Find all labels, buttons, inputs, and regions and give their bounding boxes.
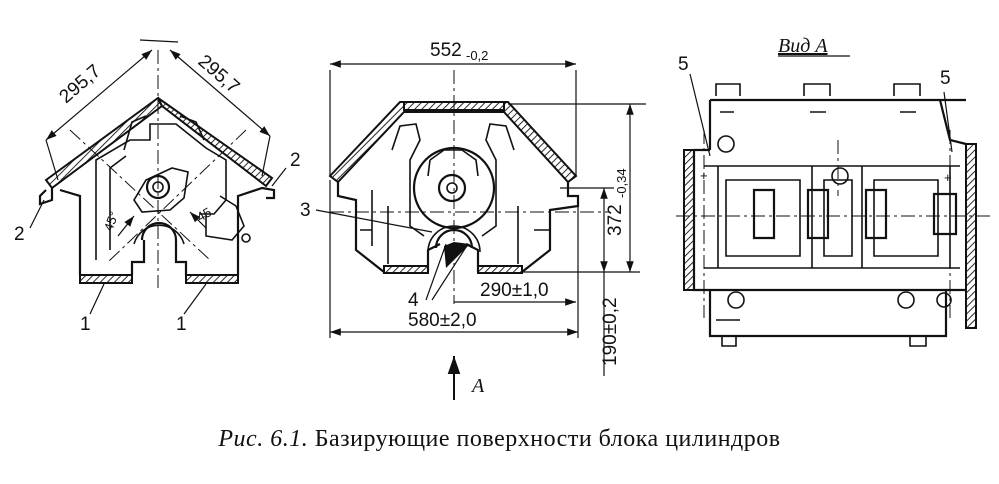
callout-4-wedge	[444, 242, 470, 268]
ext-line-b	[262, 136, 270, 176]
right-view-a: Вид А + + 5 5	[676, 35, 992, 346]
leader-2-left	[30, 200, 44, 228]
leader-3	[316, 210, 432, 232]
leader-5-left	[690, 74, 710, 156]
plus-mark-2: +	[944, 170, 952, 185]
middle-section-view: 552 -0,2 372 -0,34 190±0,2 290±1,0 580±2…	[300, 40, 646, 400]
right-hole-1	[718, 136, 734, 152]
right-top-bosses	[716, 84, 920, 112]
callout-5-right: 5	[940, 68, 951, 89]
right-hole-4	[898, 292, 914, 308]
middle-roof-wall	[330, 102, 576, 182]
dim-label-295-right: 295,7	[194, 51, 244, 98]
middle-base-pad-left	[384, 266, 428, 273]
leader-1-left	[90, 284, 104, 314]
left-base-pad-1	[80, 275, 132, 283]
dim-label-552-tol: -0,2	[466, 48, 488, 63]
ext-line-top	[140, 40, 178, 42]
angle-arrow-a	[118, 216, 134, 236]
leader-2-right	[272, 168, 286, 186]
left-body-outline	[40, 188, 274, 275]
leader-5-right	[944, 92, 952, 152]
dim-label-580: 580±2,0	[408, 310, 477, 331]
left-roof-wall-right	[158, 98, 272, 186]
angle-label-45-a: 45°	[101, 209, 122, 233]
right-hole-2	[832, 168, 848, 184]
figure-caption-text: Базирующие поверхности блока цилиндров	[308, 426, 781, 452]
middle-base-pad-right	[478, 266, 522, 273]
left-crank-bore-outer	[134, 225, 184, 244]
ext-line-a	[46, 140, 58, 180]
left-section-view: 295,7 295,7 45° 45 2 2 1 1	[14, 40, 301, 335]
right-journal-4	[934, 194, 956, 234]
figure-caption: Рис. 6.1. Базирующие поверхности блока ц…	[0, 426, 999, 453]
right-body-outline	[694, 100, 966, 336]
left-plate	[134, 168, 188, 212]
right-wall-left	[684, 150, 694, 290]
dim-label-552: 552	[430, 40, 462, 61]
view-arrow-label: A	[470, 375, 485, 397]
angle-arrow-b	[190, 212, 206, 228]
callout-1-right: 1	[176, 314, 187, 335]
callout-1-left: 1	[80, 314, 91, 335]
left-roof-wall-left	[46, 98, 162, 188]
right-wall-right	[966, 144, 976, 328]
left-diag-axis-a	[70, 130, 210, 260]
leader-1-right	[184, 284, 206, 314]
right-journal-1	[754, 190, 774, 238]
left-small-hole	[242, 234, 250, 242]
middle-inner-walls	[360, 124, 550, 264]
right-hole-5	[937, 293, 951, 307]
left-crank-bore	[142, 223, 176, 240]
callout-3: 3	[300, 200, 311, 221]
dim-label-190: 190±0,2	[600, 297, 621, 366]
callout-2-right: 2	[290, 150, 301, 171]
middle-bolt-circle	[439, 175, 465, 201]
right-journal-2	[808, 190, 828, 238]
dim-line-295-left	[46, 50, 152, 140]
plus-mark-1: +	[700, 168, 708, 183]
right-bottom-bosses	[716, 320, 926, 346]
leader-4	[426, 244, 468, 300]
dim-label-372-tol: -0,34	[614, 168, 629, 198]
dim-label-295-left: 295,7	[56, 61, 106, 108]
left-base-pad-1b	[186, 275, 238, 283]
dim-label-372: 372	[605, 204, 626, 236]
dim-line-295-right	[170, 50, 270, 136]
callout-2-left: 2	[14, 224, 25, 245]
figure-number: Рис. 6.1.	[218, 426, 309, 452]
callout-4: 4	[408, 290, 419, 311]
middle-bolt-inner	[447, 183, 457, 193]
angle-label-45-b: 45	[194, 204, 214, 224]
callout-5-left: 5	[678, 54, 689, 75]
view-a-title: Вид А	[778, 35, 828, 57]
right-journal-3	[866, 190, 886, 238]
dim-label-290: 290±1,0	[480, 280, 549, 301]
right-hole-3	[728, 292, 744, 308]
right-inner-chambers	[704, 166, 960, 268]
left-diag-axis-b	[108, 130, 246, 262]
middle-plate	[428, 150, 478, 176]
